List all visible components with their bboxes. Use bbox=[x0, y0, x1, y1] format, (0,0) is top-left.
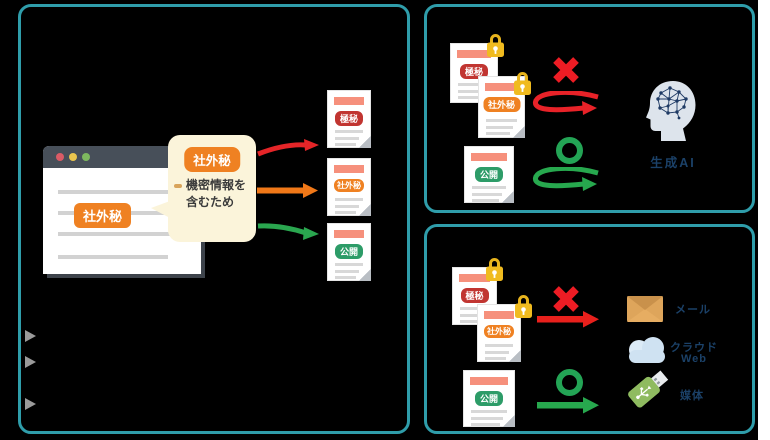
tooltip-reason-line2: 含むため bbox=[186, 195, 235, 209]
document-confidential-locked: 社外秘 bbox=[477, 304, 521, 362]
mail-label: メール bbox=[675, 304, 711, 316]
text-line bbox=[58, 255, 168, 259]
document-public: 公開 bbox=[464, 146, 514, 203]
green-arrow-icon bbox=[257, 223, 319, 240]
browser-titlebar bbox=[43, 146, 201, 168]
cloud-label: クラウド bbox=[670, 342, 718, 354]
blocked-swoosh-arrow-icon bbox=[533, 91, 599, 115]
cross-icon bbox=[553, 286, 579, 312]
public-badge: 公開 bbox=[472, 165, 506, 184]
media-label: 媒体 bbox=[680, 390, 704, 402]
document-public: 公開 bbox=[327, 223, 371, 281]
lock-icon bbox=[514, 72, 531, 95]
generative-ai-panel bbox=[424, 4, 755, 213]
dash-icon bbox=[174, 184, 182, 188]
page-fold-icon bbox=[503, 415, 515, 427]
doc-title-bar bbox=[334, 165, 364, 173]
text-line bbox=[58, 232, 173, 236]
document-public: 公開 bbox=[463, 370, 515, 427]
lock-icon bbox=[515, 295, 532, 318]
confidential-badge: 社外秘 bbox=[482, 323, 516, 340]
doc-title-bar bbox=[334, 230, 364, 238]
text-line bbox=[58, 190, 186, 194]
orange-arrow-icon bbox=[257, 183, 318, 198]
external-output-panel bbox=[424, 224, 755, 434]
page-fold-icon bbox=[359, 136, 371, 148]
public-badge: 公開 bbox=[332, 242, 366, 261]
page-fold-icon bbox=[509, 350, 521, 362]
circle-icon bbox=[556, 137, 583, 164]
allowed-arrow-icon bbox=[537, 397, 599, 414]
confidential-badge: 社外秘 bbox=[480, 95, 523, 114]
page-fold-icon bbox=[359, 269, 371, 281]
classification-tooltip: 社外秘 機密情報を 含むため bbox=[151, 135, 256, 242]
arrow-bullet-icon bbox=[25, 356, 36, 368]
tooltip-tail bbox=[151, 201, 170, 218]
blocked-arrow-icon bbox=[537, 311, 599, 328]
cloud-web-label: Web bbox=[680, 353, 708, 365]
cross-icon bbox=[553, 57, 579, 83]
lock-icon bbox=[486, 258, 503, 281]
generative-ai-label: 生成AI bbox=[650, 156, 696, 170]
public-badge: 公開 bbox=[472, 389, 506, 408]
confidential-badge: 社外秘 bbox=[332, 177, 366, 194]
mail-icon bbox=[627, 296, 663, 322]
traffic-light-green-icon bbox=[82, 153, 90, 161]
confidential-badge: 社外秘 bbox=[184, 147, 240, 172]
tooltip-reason: 機密情報を 含むため bbox=[186, 177, 246, 211]
confidential-badge: 社外秘 bbox=[74, 203, 132, 228]
circle-icon bbox=[556, 369, 583, 396]
lock-icon bbox=[487, 34, 504, 57]
doc-title-bar bbox=[334, 97, 364, 105]
traffic-light-yellow-icon bbox=[69, 153, 77, 161]
right-margin bbox=[758, 0, 770, 440]
page-fold-icon bbox=[359, 204, 371, 216]
allowed-swoosh-arrow-icon bbox=[533, 167, 599, 191]
brain-head-icon bbox=[646, 81, 696, 141]
cloud-icon bbox=[629, 337, 665, 363]
document-top-secret: 極秘 bbox=[327, 90, 371, 148]
tooltip-reason-line1: 機密情報を bbox=[186, 178, 247, 192]
page-fold-icon bbox=[513, 126, 525, 138]
usb-icon bbox=[626, 367, 671, 409]
page-fold-icon bbox=[502, 191, 514, 203]
arrow-bullet-icon bbox=[25, 330, 36, 342]
traffic-light-red-icon bbox=[56, 153, 64, 161]
classification-panel bbox=[18, 4, 410, 434]
top-secret-badge: 極秘 bbox=[458, 286, 491, 305]
arrow-bullet-icon bbox=[25, 398, 36, 410]
top-secret-badge: 極秘 bbox=[332, 109, 366, 128]
document-confidential: 社外秘 bbox=[327, 158, 371, 216]
red-arrow-icon bbox=[257, 139, 319, 157]
